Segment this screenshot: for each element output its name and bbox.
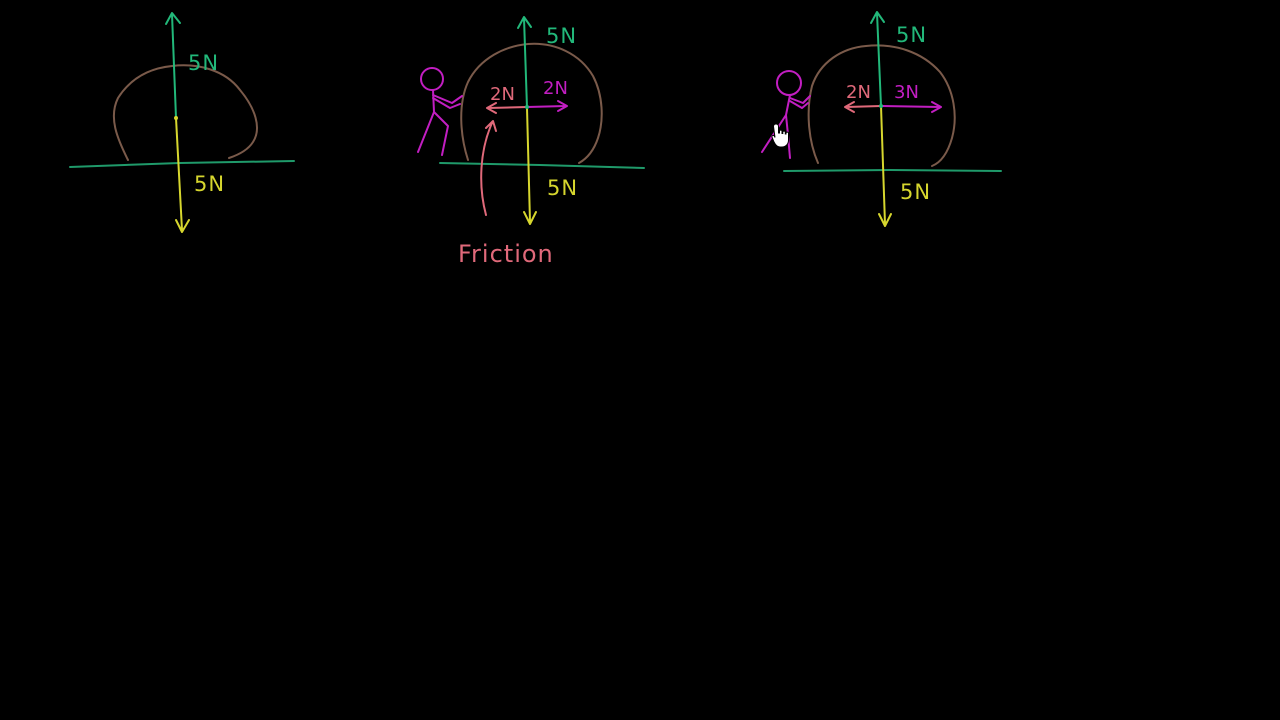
up-force-label: 5N <box>896 23 927 47</box>
rock-outline <box>807 44 956 167</box>
gravity-force-arrow <box>878 105 892 227</box>
center-point <box>879 104 883 108</box>
rock-outline <box>112 64 258 161</box>
normal-force-arrow <box>165 12 181 119</box>
ground-line <box>69 160 295 168</box>
left-force-label: 2N <box>846 82 871 103</box>
down-force-label: 5N <box>900 180 931 204</box>
center-point <box>174 116 178 120</box>
diagram-pushed-balanced: 5N 5N 2N 2N Friction <box>417 16 645 268</box>
diagram-rock-at-rest: 5N 5N <box>69 12 295 233</box>
right-force-label: 3N <box>894 82 919 103</box>
down-force-label: 5N <box>547 176 578 200</box>
person-body <box>417 89 463 156</box>
push-force-arrow <box>526 100 568 112</box>
normal-force-arrow <box>517 16 532 109</box>
friction-pointer-arrow <box>480 120 497 216</box>
down-force-label: 5N <box>194 172 225 196</box>
up-force-label: 5N <box>546 24 577 48</box>
right-force-label: 2N <box>543 78 568 99</box>
stick-figure-pusher <box>417 67 463 156</box>
left-force-label: 2N <box>490 84 515 105</box>
push-force-arrow <box>880 101 942 113</box>
up-force-label: 5N <box>188 51 219 75</box>
friction-force-arrow <box>486 102 528 114</box>
normal-force-arrow <box>870 11 885 107</box>
gravity-force-arrow <box>523 107 537 225</box>
rock-outline <box>460 42 603 164</box>
friction-note: Friction <box>458 240 554 268</box>
hand-pointer-icon <box>771 123 789 148</box>
gravity-force-arrow <box>175 117 190 233</box>
ground-line <box>439 162 645 169</box>
ground-line <box>783 169 1002 172</box>
center-point <box>525 105 529 109</box>
friction-force-arrow <box>844 101 882 113</box>
